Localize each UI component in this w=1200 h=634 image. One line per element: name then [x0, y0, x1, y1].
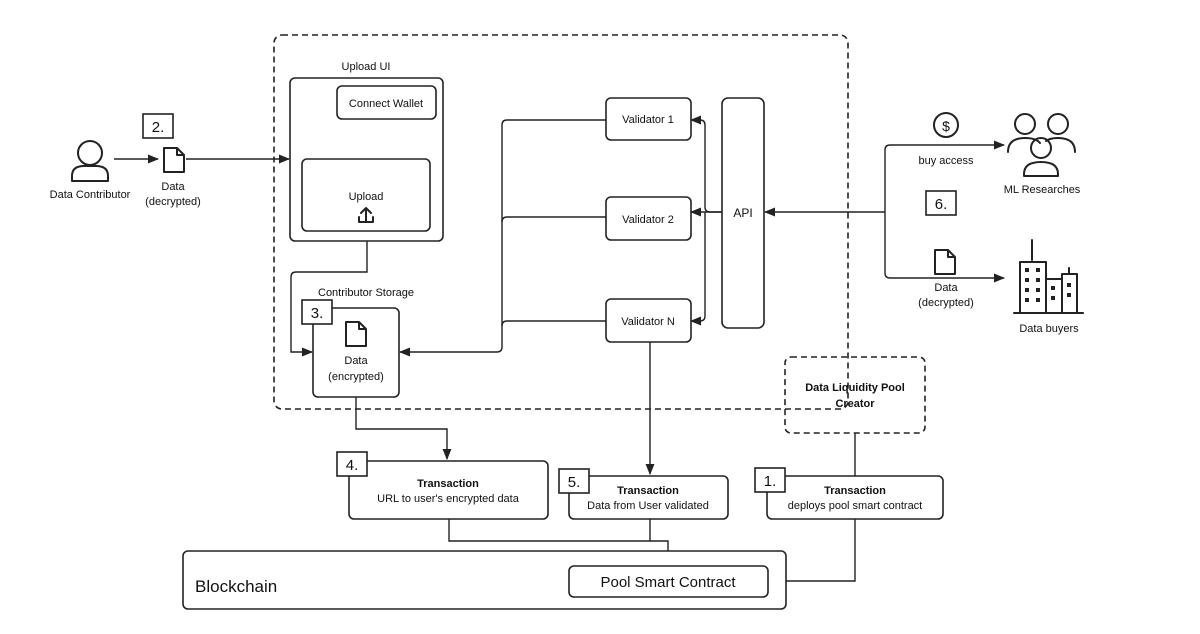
pool-creator-box: [784, 356, 926, 434]
storage-data-sub: (encrypted): [328, 371, 384, 383]
storage-title: Contributor Storage: [318, 287, 414, 299]
validator-n-box: Validator N: [605, 298, 692, 343]
researchers-icon: [1007, 113, 1076, 177]
step-4-label: 4.: [346, 457, 359, 474]
contributor-label: Data Contributor: [50, 189, 131, 201]
pool-creator-line1: Data Liquidity Pool: [805, 382, 905, 394]
step-3-label: 3.: [311, 305, 324, 322]
line-validator2-to-bus: [501, 216, 606, 223]
step-1-label: 1.: [764, 473, 777, 490]
upload-ui-title: Upload UI: [342, 61, 391, 73]
pool-creator-line2: Creator: [835, 398, 875, 410]
data-label-right: Data: [934, 282, 958, 294]
buyers-label: Data buyers: [1019, 323, 1079, 335]
transaction-4-box: Transaction URL to user's encrypted data: [348, 460, 549, 520]
step-5-label: 5.: [568, 474, 581, 491]
line-upload-to-storage: [290, 241, 368, 357]
platform-boundary: [273, 34, 849, 410]
api-label: API: [733, 206, 752, 220]
transaction-1-box: Transaction deploys pool smart contract: [766, 475, 944, 520]
api-to-validator1: [689, 115, 722, 213]
step-5-box: [558, 468, 590, 494]
contributor-icon: [71, 140, 109, 182]
pool-smart-contract-box: Pool Smart Contract: [568, 565, 769, 598]
validator-n-label: Validator N: [621, 316, 675, 328]
validator-2-label: Validator 2: [622, 214, 674, 226]
upload-label: Upload: [349, 191, 384, 203]
api-to-validatorn: [689, 212, 706, 326]
tx5-title: Transaction: [617, 485, 679, 497]
step-1-box: [754, 467, 786, 493]
connect-wallet-label: Connect Wallet: [349, 98, 423, 110]
buy-access-label: buy access: [918, 155, 974, 167]
data-label-right-sub: (decrypted): [918, 297, 974, 309]
storage-box: [312, 307, 400, 398]
step-6-box: [925, 190, 957, 216]
buildings-icon: [1013, 239, 1084, 314]
validator-1-box: Validator 1: [605, 97, 692, 141]
line-to-buyers: [884, 212, 1006, 283]
step-4-box: [336, 451, 368, 477]
blockchain-title: Blockchain: [195, 577, 277, 596]
line-to-researchers: [884, 140, 1006, 212]
tx4-title: Transaction: [417, 478, 479, 490]
researchers-label: ML Researches: [1004, 184, 1081, 196]
transaction-5-box: Transaction Data from User validated: [568, 475, 729, 520]
data-label-left: Data: [161, 181, 185, 193]
file-icon: [163, 147, 185, 173]
step-3-box: [301, 299, 333, 325]
data-label-left-sub: (decrypted): [145, 196, 201, 208]
file-icon: [345, 321, 367, 347]
storage-to-tx4: [355, 397, 452, 461]
tx1-desc: deploys pool smart contract: [788, 500, 923, 512]
connect-wallet-button[interactable]: Connect Wallet: [336, 85, 437, 120]
api-box: [721, 97, 765, 329]
upload-button[interactable]: Upload: [301, 158, 431, 232]
line-validators-bus: [398, 119, 606, 357]
step-2-box: [142, 113, 174, 139]
connectors: [114, 115, 1006, 586]
tx5-desc: Data from User validated: [587, 500, 709, 512]
tx1-title: Transaction: [824, 485, 886, 497]
tx4-desc: URL to user's encrypted data: [377, 493, 520, 505]
step-6-label: 6.: [935, 196, 948, 213]
storage-data-label: Data: [344, 355, 368, 367]
tx1-to-contract: [767, 519, 856, 586]
step-2-label: 2.: [152, 119, 165, 136]
dollar-icon: [933, 112, 959, 138]
upload-icon: [358, 207, 374, 223]
validator-2-box: Validator 2: [605, 196, 692, 241]
file-icon: [934, 249, 956, 275]
line-validatorn-to-bus: [501, 320, 606, 327]
validator-1-label: Validator 1: [622, 114, 674, 126]
dollar-symbol: $: [942, 118, 950, 134]
pool-smart-contract-label: Pool Smart Contract: [600, 574, 736, 591]
